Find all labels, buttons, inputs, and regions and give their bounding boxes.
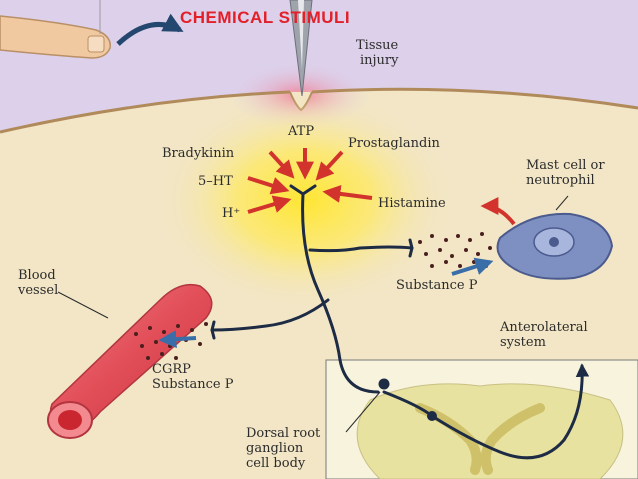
skin-edge-right xyxy=(311,87,638,110)
terminal-right xyxy=(408,238,414,258)
nerve-branch-left xyxy=(210,298,330,332)
label-mast-cell-line1: Mast cell or xyxy=(526,158,605,173)
label-dorsal-root-line1: Dorsal root xyxy=(246,426,321,441)
label-tissue-injury: Tissue injury xyxy=(356,38,399,68)
label-blood-vessel-line1: Blood xyxy=(18,268,56,283)
prostaglandin-arrow xyxy=(315,150,344,181)
dorsal-root-pointer xyxy=(345,391,381,433)
label-anterolateral-line2: system xyxy=(500,335,546,350)
label-tissue-injury-line2: injury xyxy=(360,53,399,68)
label-hydrogen: H⁺ xyxy=(222,206,241,221)
label-anterolateral-line1: Anterolateral xyxy=(500,320,588,335)
label-cgrp-line2: Substance P xyxy=(152,377,234,392)
label-dorsal-root: Dorsal root ganglion cell body xyxy=(246,426,320,471)
label-prostaglandin: Prostaglandin xyxy=(348,136,440,151)
label-anterolateral: Anterolateral system xyxy=(500,320,588,350)
label-mast-cell-line2: neutrophil xyxy=(526,173,595,188)
skin-edge-left xyxy=(0,90,291,134)
nerve-in-cord xyxy=(338,360,582,460)
hydrogen-arrow xyxy=(247,195,292,214)
chemical-arrows xyxy=(247,148,373,214)
label-histamine: Histamine xyxy=(378,196,446,211)
label-bradykinin: Bradykinin xyxy=(162,146,235,161)
label-blood-vessel-line2: vessel xyxy=(18,283,59,298)
vessel-pointer xyxy=(57,291,109,319)
label-blood-vessel: Blood vessel xyxy=(18,268,58,298)
label-cgrp-line1: CGRP xyxy=(152,362,191,377)
histamine-arrow xyxy=(322,184,373,203)
label-atp: ATP xyxy=(288,124,315,139)
label-dorsal-root-line3: cell body xyxy=(246,456,306,471)
histamine-release-arrow xyxy=(480,197,516,226)
curved-arrow-icon xyxy=(116,13,184,46)
serotonin-arrow xyxy=(247,176,290,195)
substance-p-dots-left xyxy=(134,322,208,360)
mast-cell xyxy=(496,195,614,280)
bradykinin-arrow xyxy=(268,150,295,179)
blood-vessel xyxy=(47,283,213,439)
nerve-branch-right xyxy=(308,245,414,253)
needle-icon xyxy=(289,0,313,97)
substance-p-arrow-right xyxy=(451,257,494,276)
substance-p-arrow-left xyxy=(158,330,197,349)
dorsal-horn-synapse xyxy=(427,411,437,421)
label-tissue-injury-line1: Tissue xyxy=(356,38,399,53)
label-cgrp: CGRP Substance P xyxy=(152,362,233,392)
label-serotonin: 5–HT xyxy=(198,174,233,189)
label-mast-cell: Mast cell or neutrophil xyxy=(526,158,605,188)
terminal-left xyxy=(210,320,216,340)
label-substance-p-right: Substance P xyxy=(396,278,478,293)
label-dorsal-root-line2: ganglion xyxy=(246,441,304,456)
slide-title: CHEMICAL STIMULI xyxy=(180,8,351,27)
chemical-glow xyxy=(155,90,455,310)
finger-icon xyxy=(0,0,111,59)
dorsal-root-ganglion-cell xyxy=(378,378,390,390)
